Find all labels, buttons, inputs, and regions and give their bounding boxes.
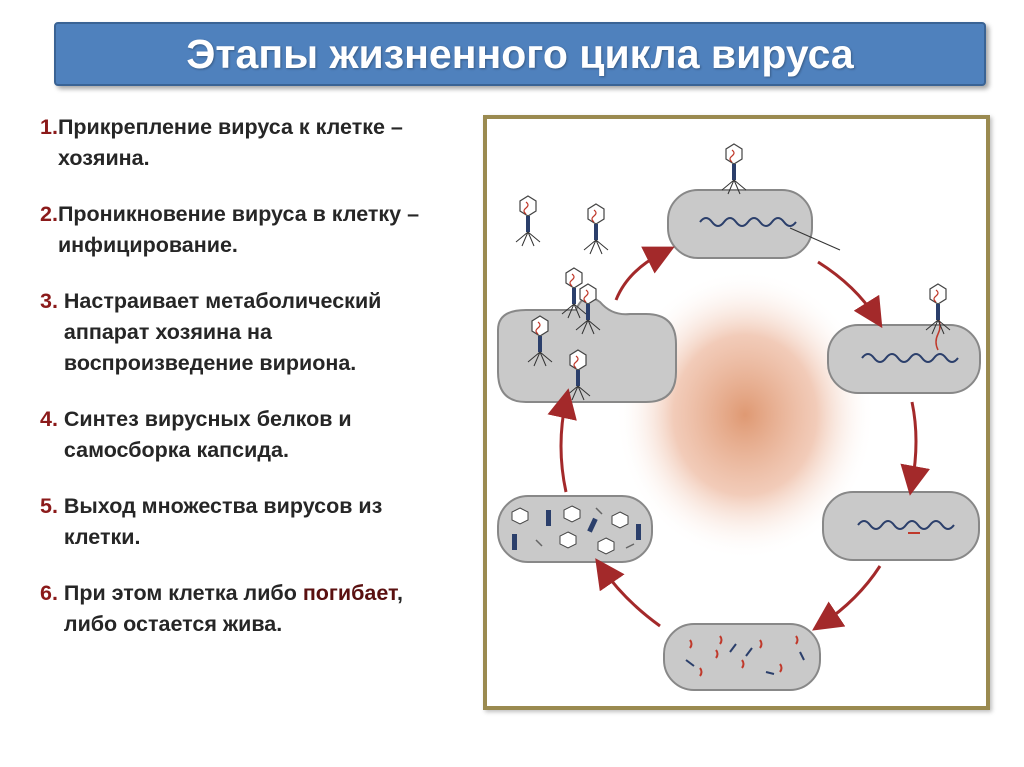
- step-text: Прикрепление вируса к клетке –хозяина.: [57, 115, 403, 170]
- cell-synthesis: [663, 623, 821, 691]
- step-text-before: При этом клетка либо: [63, 581, 303, 605]
- title-bar: Этапы жизненного цикла вируса: [54, 22, 986, 86]
- step-2: 2. Проникновение вируса в клетку – инфиц…: [40, 199, 460, 261]
- step-number: 6.: [40, 581, 64, 605]
- cell-assembly: [497, 495, 653, 563]
- step-number: 2.: [40, 202, 58, 226]
- cell-release: [497, 195, 677, 403]
- cell-replication: [822, 491, 980, 561]
- step-text: Выход множества вирусов из клетки.: [63, 494, 383, 549]
- step-5: 5. Выход множества вирусов из клетки.: [40, 491, 460, 553]
- step-text: Синтез вирусных белков и самосборка капс…: [63, 407, 352, 462]
- step-text: Проникновение вируса в клетку – инфициро…: [57, 202, 420, 257]
- highlight-word: погибает: [302, 581, 397, 605]
- central-blob: [615, 270, 875, 560]
- step-number: 4.: [40, 407, 64, 431]
- steps-list: 1. Прикрепление вируса к клетке –хозяина…: [40, 112, 460, 640]
- step-number: 3.: [40, 289, 64, 313]
- step-text-after: , либо остается жива.: [63, 581, 403, 636]
- step-1: 1. Прикрепление вируса к клетке –хозяина…: [40, 112, 460, 174]
- step-3: 3. Настраивает метаболический аппарат хо…: [40, 286, 460, 379]
- step-4: 4. Синтез вирусных белков и самосборка к…: [40, 404, 460, 466]
- cell-attachment: [667, 143, 841, 259]
- step-text: Настраивает метаболический аппарат хозяи…: [63, 289, 382, 375]
- step-6: 6. При этом клетка либо погибает, либо о…: [40, 578, 460, 640]
- cell-injection: [827, 283, 981, 394]
- cycle-arrows: [547, 246, 930, 631]
- step-number: 1.: [40, 115, 58, 139]
- slide-title: Этапы жизненного цикла вируса: [186, 30, 854, 77]
- step-number: 5.: [40, 494, 64, 518]
- step-text: При этом клетка либо погибает, либо оста…: [64, 578, 460, 640]
